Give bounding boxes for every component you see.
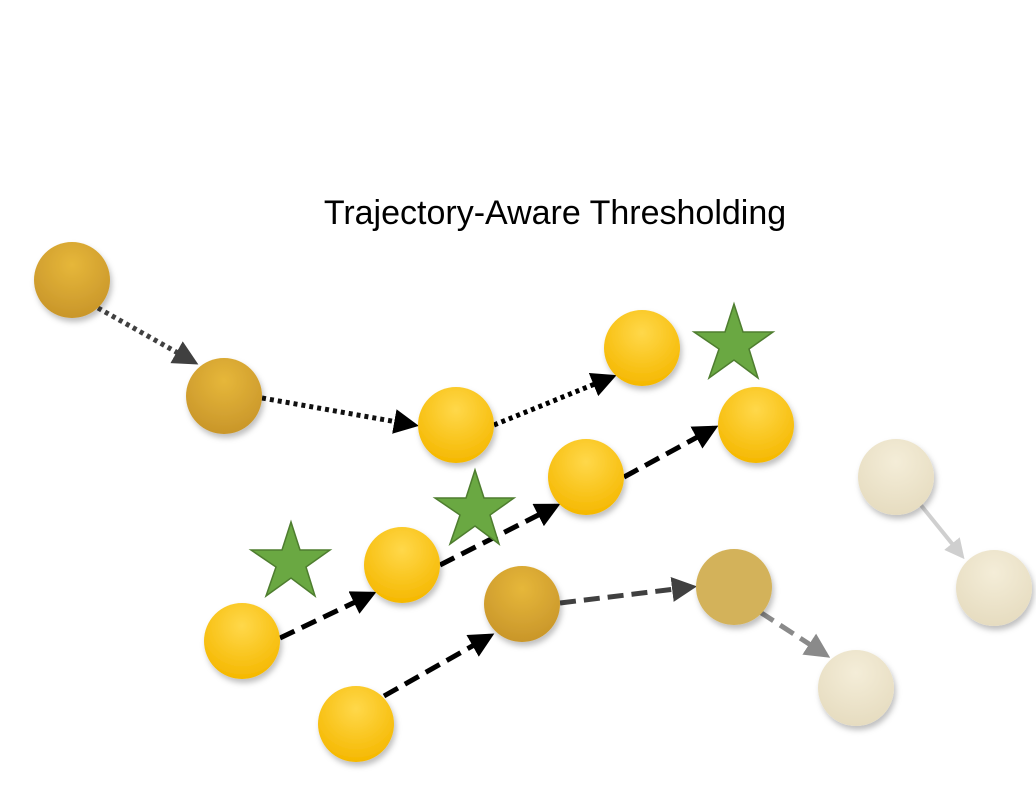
trajectory-2: [278, 425, 719, 641]
node-t2-4: [718, 387, 794, 463]
node-t2-2: [364, 527, 440, 603]
node-t3-3: [696, 549, 772, 625]
node-t1-3: [418, 387, 494, 463]
diagram-title: Trajectory-Aware Thresholding: [323, 194, 787, 232]
node-t2-3: [548, 439, 624, 515]
node-t3-4: [818, 650, 894, 726]
star-icon: [432, 467, 517, 546]
edge-2c: [622, 425, 719, 480]
node-t1-2: [186, 358, 262, 434]
node-t1-1: [34, 242, 110, 318]
edge-2a: [278, 591, 377, 641]
node-t4-2: [956, 550, 1032, 626]
star-markers: [248, 301, 776, 598]
trajectory-1: [96, 305, 617, 434]
edge-4a: [918, 502, 965, 560]
node-t3-1: [318, 686, 394, 762]
trajectory-4: [918, 502, 965, 560]
edge-1c: [493, 372, 617, 428]
nodes: [34, 242, 1032, 762]
edge-1a: [96, 305, 199, 365]
edge-3b: [559, 576, 697, 606]
edge-3a: [382, 633, 495, 699]
node-t2-1: [204, 603, 280, 679]
edge-2b: [438, 503, 561, 568]
edge-1b: [261, 395, 419, 434]
star-icon: [248, 519, 333, 598]
node-t3-2: [484, 566, 560, 642]
node-t4-1: [858, 439, 934, 515]
trajectory-3: [382, 576, 831, 699]
node-t1-4: [604, 310, 680, 386]
star-icon: [691, 301, 776, 380]
edge-3c: [758, 609, 831, 658]
